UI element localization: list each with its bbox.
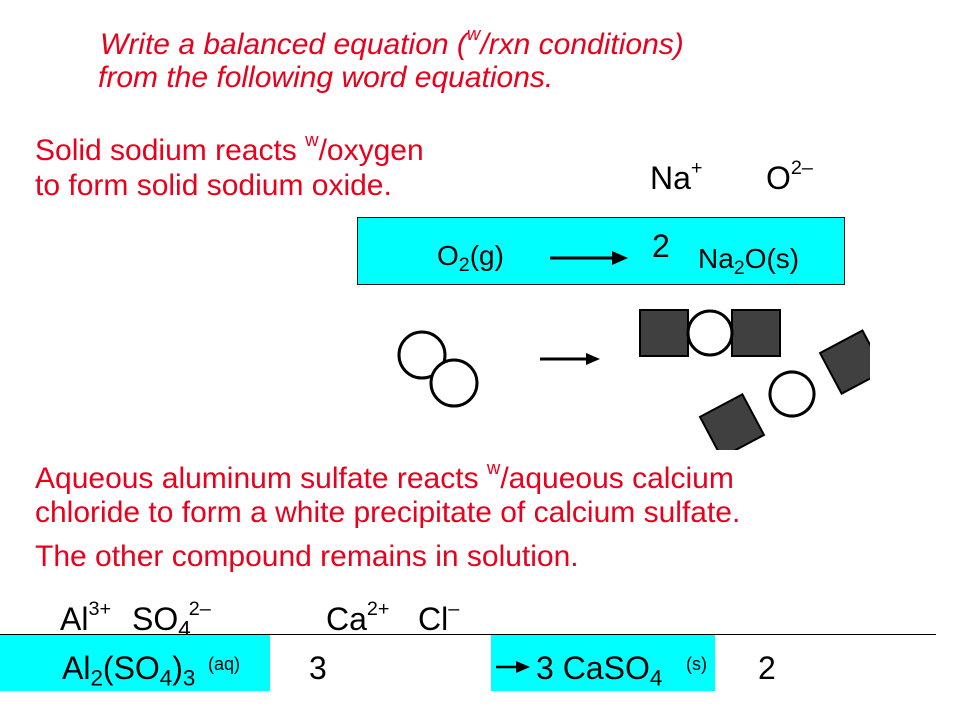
equation1-arrow-icon (550, 251, 628, 265)
equation2-reactant-state: (aq) (208, 654, 241, 674)
equation2-reactant-box (0, 635, 270, 691)
problem2-line3: The other compound remains in solution. (35, 540, 579, 573)
oxide-ion-icon (768, 370, 816, 418)
oxygen-atom-icon (397, 330, 447, 380)
equation2-product-box (491, 635, 715, 691)
equation2-product: 3 CaSO4 (536, 650, 663, 691)
equation2-coefficient-3: 3 (309, 650, 327, 686)
slide-title-line2: from the following word equations. (98, 61, 554, 94)
equation2-coefficient-2: 2 (758, 650, 776, 686)
slide-title-line1: Write a balanced equation (w/rxn conditi… (100, 23, 684, 61)
ion-chloride: Cl– (418, 598, 460, 637)
equation1-box (357, 217, 845, 285)
ion-sodium: Na+ (650, 157, 703, 196)
sodium-ion-icon (639, 309, 689, 357)
equation2-arrow-icon (496, 661, 530, 673)
equation2-reactant: Al2(SO4)3 (62, 650, 196, 691)
sodium-ion-icon (698, 392, 766, 450)
equation1-reactant: O2(g) (437, 240, 504, 276)
equation2-top-line (0, 634, 936, 635)
problem1-line2: to form solid sodium oxide. (35, 169, 392, 202)
sodium-ion-icon (731, 309, 781, 357)
ion-calcium: Ca2+ (326, 598, 390, 637)
problem2-line1: Aqueous aluminum sulfate reacts w/aqueou… (35, 457, 734, 495)
equation1-product: Na2O(s) (698, 243, 800, 279)
ion-aluminum: Al3+ (60, 598, 112, 637)
particle-diagram (397, 309, 870, 450)
oxide-ion-icon (686, 309, 734, 357)
problem2-line2: chloride to form a white precipitate of … (35, 496, 741, 529)
oxygen-atom-icon (429, 358, 479, 408)
equation1-coefficient: 2 (652, 228, 670, 264)
ion-oxide: O2– (766, 157, 813, 196)
sodium-ion-icon (818, 329, 870, 396)
problem1-line1: Solid sodium reacts w/oxygen (35, 129, 424, 167)
equation2-product-state: (s) (686, 654, 707, 674)
